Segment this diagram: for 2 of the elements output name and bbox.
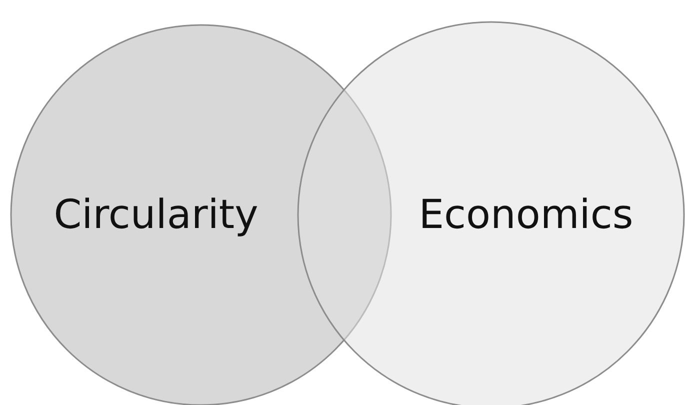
circle-label: Circularity [54,192,258,238]
circle-label: Economics [418,192,634,238]
